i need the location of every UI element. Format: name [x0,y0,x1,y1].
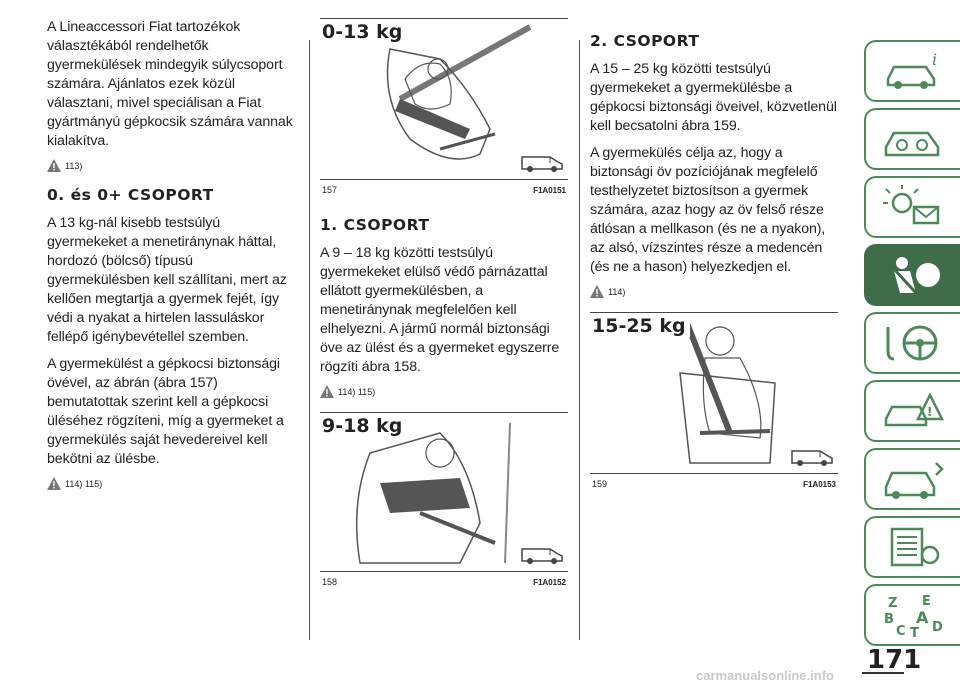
group-0-paragraph-2: A gyermekülést a gépkocsi biztonsági övé… [47,356,284,467]
van-icon [521,548,563,564]
tab-dashboard[interactable] [864,108,960,170]
tab-starting-driving[interactable] [864,312,960,374]
tab-safety[interactable] [864,244,960,306]
tab-warning-lights[interactable] [864,176,960,238]
tab-technical-data[interactable] [864,516,960,578]
page-number-underline [862,672,904,674]
section-heading-group-2: 2. CSOPORT [590,32,700,50]
technical-data-icon [890,527,940,567]
car-info-icon: i [886,50,937,89]
warning-triangle-icon [590,285,604,298]
svg-text:!: ! [927,405,932,419]
warning-triangle-icon [47,159,61,172]
car-dashboard-icon [884,131,940,157]
tab-emergency[interactable]: ! [864,380,960,442]
warning-reference: 114) 115) [47,477,295,490]
warning-reference: 114) 115) [320,385,568,398]
booster-seat-illustration [679,316,776,464]
figure-code: F1A0153 [803,480,836,489]
forward-child-seat-illustration [355,422,511,564]
group-1-paragraph: A 9 – 18 kg közötti testsúlyú gyermekeke… [320,245,560,375]
warning-lights-icon [883,185,940,225]
airbag-safety-icon [892,257,940,295]
figure-code: F1A0152 [533,578,566,587]
group-0-paragraph-1: A 13 kg-nál kisebb testsúlyú gyermekeket… [47,215,287,345]
van-icon [521,156,563,172]
steering-wheel-icon [886,325,938,361]
figure-title: 0-13 kg [322,21,407,43]
column-divider [579,40,580,640]
alphabetical-index-icon: Z E B A C T D [884,594,943,637]
watermark: carmanualsonline.info [696,668,834,683]
tab-vehicle-knowledge[interactable]: i [864,40,960,102]
warning-reference: 114) [590,285,838,298]
index-letter: E [922,594,931,609]
figure-158: 9-18 kg 158 F1A0152 [320,412,568,587]
index-letter: B [884,612,894,627]
van-icon [791,450,833,466]
index-letter: T [910,626,919,637]
figure-number: 159 [592,479,608,489]
warning-triangle-icon [47,477,61,490]
column-1: A Lineaccessori Fiat tartozékok választé… [47,18,295,504]
page-number: 171 [867,645,922,675]
figure-title: 9-18 kg [322,415,407,437]
figure-title: 15-25 kg [592,315,690,337]
warning-triangle-icon [320,385,334,398]
infant-carrier-illustration [386,24,532,160]
column-3: 2. CSOPORT A 15 – 25 kg közötti testsúly… [590,18,838,489]
group-2-paragraph-2: A gyermekülés célja az, hogy a biztonság… [590,145,826,275]
figure-157: 0-13 kg 157 F1A0151 [320,18,568,195]
chapter-sidebar: i ! Z E B A C T D [854,40,960,652]
column-2: 0-13 kg 157 F1A0151 1. CSOPORT A 9 – 18 … [320,18,568,587]
column-divider [309,40,310,640]
figure-number: 157 [322,185,338,195]
figure-159: 15-25 kg 159 F1A0153 [590,312,838,489]
intro-paragraph: A Lineaccessori Fiat tartozékok választé… [47,19,293,149]
index-letter: A [916,608,929,627]
group-2-paragraph-1: A 15 – 25 kg közötti testsúlyú gyermekek… [590,61,837,134]
index-letter: Z [888,596,897,611]
svg-text:i: i [932,50,937,69]
tab-index[interactable]: Z E B A C T D [864,584,960,646]
roadside-emergency-icon: ! [884,392,945,427]
car-maintenance-icon [884,462,944,499]
figure-code: F1A0151 [533,186,566,195]
section-heading-group-0: 0. és 0+ CSOPORT [47,186,214,204]
index-letter: D [932,620,943,635]
figure-number: 158 [322,577,338,587]
section-heading-group-1: 1. CSOPORT [320,216,430,234]
tab-maintenance[interactable] [864,448,960,510]
warning-reference: 113) [47,159,295,172]
index-letter: C [896,624,906,637]
